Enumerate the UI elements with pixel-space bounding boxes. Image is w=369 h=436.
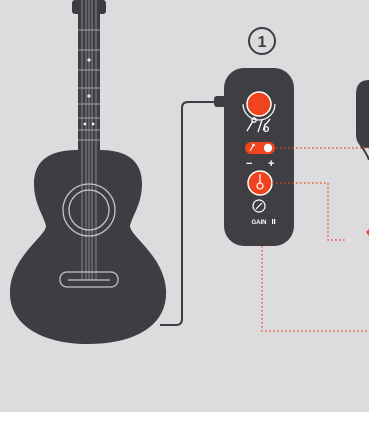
step-number: 1: [258, 34, 267, 51]
bottom-band: [0, 412, 369, 436]
input-knob[interactable]: [247, 92, 271, 116]
minus-label: −: [246, 158, 252, 170]
plus-label: +: [268, 158, 274, 170]
toggle-switch-icon[interactable]: [245, 142, 275, 154]
gain-label: GAIN: [252, 220, 267, 226]
second-device-partial: [356, 80, 369, 148]
